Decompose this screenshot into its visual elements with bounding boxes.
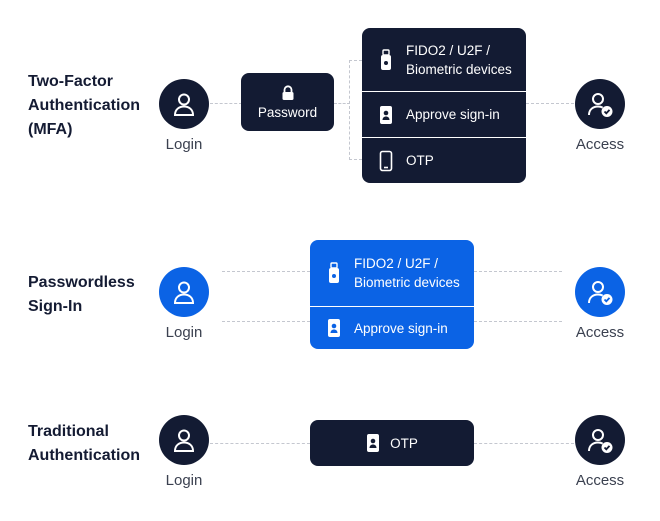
mfa-title: Two-Factor Authentication (MFA)	[28, 73, 140, 138]
login-avatar	[159, 415, 209, 465]
connector	[474, 271, 562, 272]
access-label: Access	[575, 324, 625, 341]
connector	[334, 103, 350, 104]
method-fido2: FIDO2 / U2F / Biometric devices	[310, 240, 474, 306]
user-check-icon	[585, 277, 615, 307]
usb-key-icon	[324, 262, 344, 284]
connector	[474, 443, 574, 444]
login-avatar	[159, 267, 209, 317]
access-avatar	[575, 415, 625, 465]
phone-id-icon	[376, 105, 396, 125]
access-avatar	[575, 79, 625, 129]
access-avatar	[575, 267, 625, 317]
connector	[222, 321, 310, 322]
mfa-methods-box: FIDO2 / U2F / Biometric devices Approve …	[362, 28, 526, 183]
password-box: Password	[241, 73, 334, 131]
method-approve: Approve sign-in	[362, 91, 526, 137]
connector	[210, 443, 310, 444]
method-otp: OTP	[390, 435, 418, 451]
access-label: Access	[575, 472, 625, 489]
traditional-methods-box: OTP	[310, 420, 474, 466]
connector	[222, 271, 310, 272]
password-label: Password	[257, 104, 318, 120]
connector	[349, 60, 350, 160]
phone-id-icon	[324, 318, 344, 338]
connector	[349, 159, 362, 160]
mobile-phone-icon	[376, 150, 396, 172]
user-icon	[170, 90, 198, 118]
passwordless-title: Passwordless Sign-In	[28, 274, 135, 315]
traditional-title: Traditional Authentication	[28, 423, 140, 464]
lock-icon	[281, 84, 295, 101]
user-icon	[170, 426, 198, 454]
user-check-icon	[585, 89, 615, 119]
login-label: Login	[165, 136, 203, 153]
connector	[349, 60, 362, 61]
passwordless-methods-box: FIDO2 / U2F / Biometric devices Approve …	[310, 240, 474, 349]
method-otp: OTP	[362, 137, 526, 183]
access-label: Access	[575, 136, 625, 153]
login-label: Login	[165, 472, 203, 489]
user-icon	[170, 278, 198, 306]
usb-key-icon	[376, 48, 396, 71]
phone-id-icon	[366, 433, 380, 453]
connector	[526, 103, 574, 104]
login-label: Login	[165, 324, 203, 341]
login-avatar	[159, 79, 209, 129]
user-check-icon	[585, 425, 615, 455]
method-approve: Approve sign-in	[310, 306, 474, 349]
connector	[474, 321, 562, 322]
method-fido2: FIDO2 / U2F / Biometric devices	[362, 28, 526, 91]
connector	[210, 103, 242, 104]
